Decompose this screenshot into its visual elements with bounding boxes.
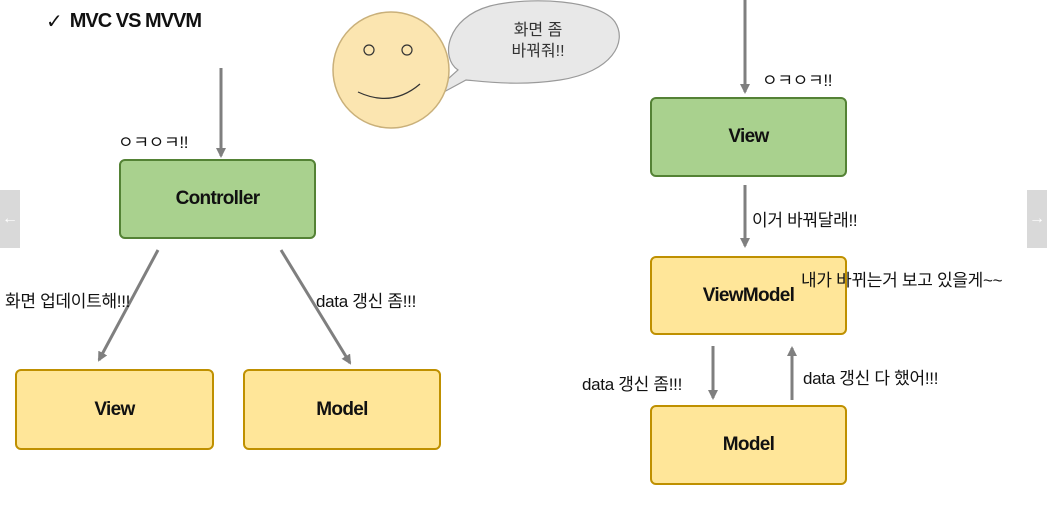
mvvm-from-model-label: data 갱신 다 했어!!! (803, 369, 939, 388)
speech-bubble-text: 화면 좀 바꿔줘!! (488, 20, 588, 62)
mvc-controller-to-model-arrow (279, 249, 352, 365)
arrow-left-icon: ← (2, 210, 18, 227)
slide-title: ✓ MVC VS MVVM (46, 9, 202, 34)
mvvm-model-box: Model (650, 405, 847, 485)
checkmark-icon: ✓ (46, 11, 63, 33)
mvc-controller-to-view-arrow (97, 249, 160, 362)
smiley-face-icon (332, 11, 450, 129)
mvc-model-box: Model (243, 369, 441, 450)
mvvm-viewmodel-box: ViewModel (650, 256, 847, 335)
mvc-to-view-label: 화면 업데이트해!!! (5, 292, 131, 311)
mvvm-view-box: View (650, 97, 847, 177)
mvvm-observe-label: 내가 바뀌는거 보고 있을게~~ (801, 271, 1003, 290)
speech-bubble (417, 0, 620, 107)
mvc-controller-box: Controller (119, 159, 316, 239)
mvvm-input-label: ㅇㅋㅇㅋ!! (762, 71, 833, 90)
arrow-right-icon: → (1029, 210, 1045, 227)
mvvm-view-to-viewmodel-label: 이거 바꿔달래!! (752, 211, 858, 230)
prev-slide-button[interactable]: ← (0, 190, 20, 248)
mvc-input-label: ㅇㅋㅇㅋ!! (118, 133, 189, 152)
mvc-view-box: View (15, 369, 214, 450)
next-slide-button[interactable]: → (1027, 190, 1047, 248)
speech-bubble-line-2: 바꿔줘!! (511, 43, 565, 60)
speech-bubble-line-1: 화면 좀 (513, 22, 563, 39)
mvvm-to-model-label: data 갱신 좀!!! (582, 375, 683, 394)
mvc-to-model-label: data 갱신 좀!!! (316, 292, 417, 311)
title-text: MVC VS MVVM (69, 10, 202, 32)
